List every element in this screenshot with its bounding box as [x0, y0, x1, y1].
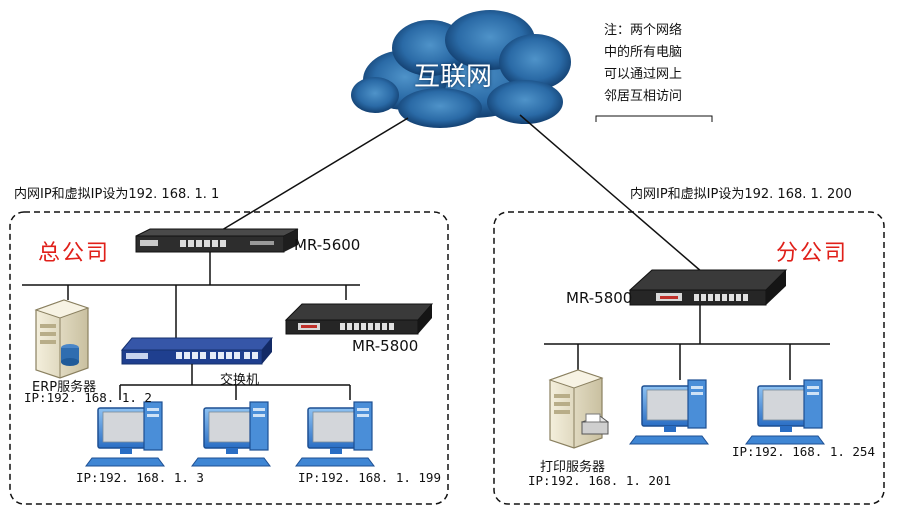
internet-cloud: [351, 10, 571, 128]
branch-network-box: [493, 211, 885, 505]
router-mr5800-hq: [284, 303, 434, 335]
hq-pc-left: [85, 401, 165, 467]
router-mr5600: [135, 228, 299, 253]
router-mr5800-branch: [628, 269, 788, 306]
access-note: 注：两个网络 中的所有电脑 可以通过网上 邻居互相访问: [604, 20, 682, 108]
hq-pc-middle: [191, 401, 271, 467]
note-line: 注：两个网络: [604, 23, 683, 38]
internet-label: 互联网: [414, 62, 493, 92]
hq-pc-right: [295, 401, 375, 467]
switch-device: [120, 337, 274, 365]
erp-server-ip: IP:192. 168. 1. 2: [24, 390, 152, 405]
branch-router-model: MR-5800: [566, 289, 633, 307]
switch-label: 交换机: [220, 373, 260, 388]
branch-title: 分公司: [776, 241, 849, 266]
print-server-ip: IP:192. 168. 1. 201: [528, 473, 671, 488]
hq-router-model: MR-5600: [294, 236, 361, 254]
branch-wan-link: [519, 114, 703, 273]
print-server-device: [549, 369, 610, 449]
branch-pc-ip: IP:192. 168. 1. 254: [732, 444, 875, 459]
note-line: 可以通过网上: [604, 67, 683, 82]
hq-pc-left-ip: IP:192. 168. 1. 3: [76, 470, 204, 485]
hq-network-box: [9, 211, 449, 505]
branch-pc-right: [745, 379, 825, 445]
hq-title: 总公司: [38, 241, 111, 266]
note-line: 邻居互相访问: [604, 89, 683, 104]
branch-wan-ip-label: 内网IP和虚拟IP设为192. 168. 1. 200: [630, 187, 852, 202]
erp-server-label: ERP服务器: [32, 380, 97, 395]
hq-secondary-router-model: MR-5800: [352, 337, 419, 355]
erp-server-device: [35, 299, 89, 379]
hq-pc-right-ip: IP:192. 168. 1. 199: [298, 470, 441, 485]
hq-wan-ip-label: 内网IP和虚拟IP设为192. 168. 1. 1: [14, 187, 220, 202]
note-line: 中的所有电脑: [604, 45, 683, 60]
hq-wan-link: [211, 117, 409, 237]
branch-pc-left: [629, 379, 709, 445]
print-server-label: 打印服务器: [540, 460, 606, 475]
